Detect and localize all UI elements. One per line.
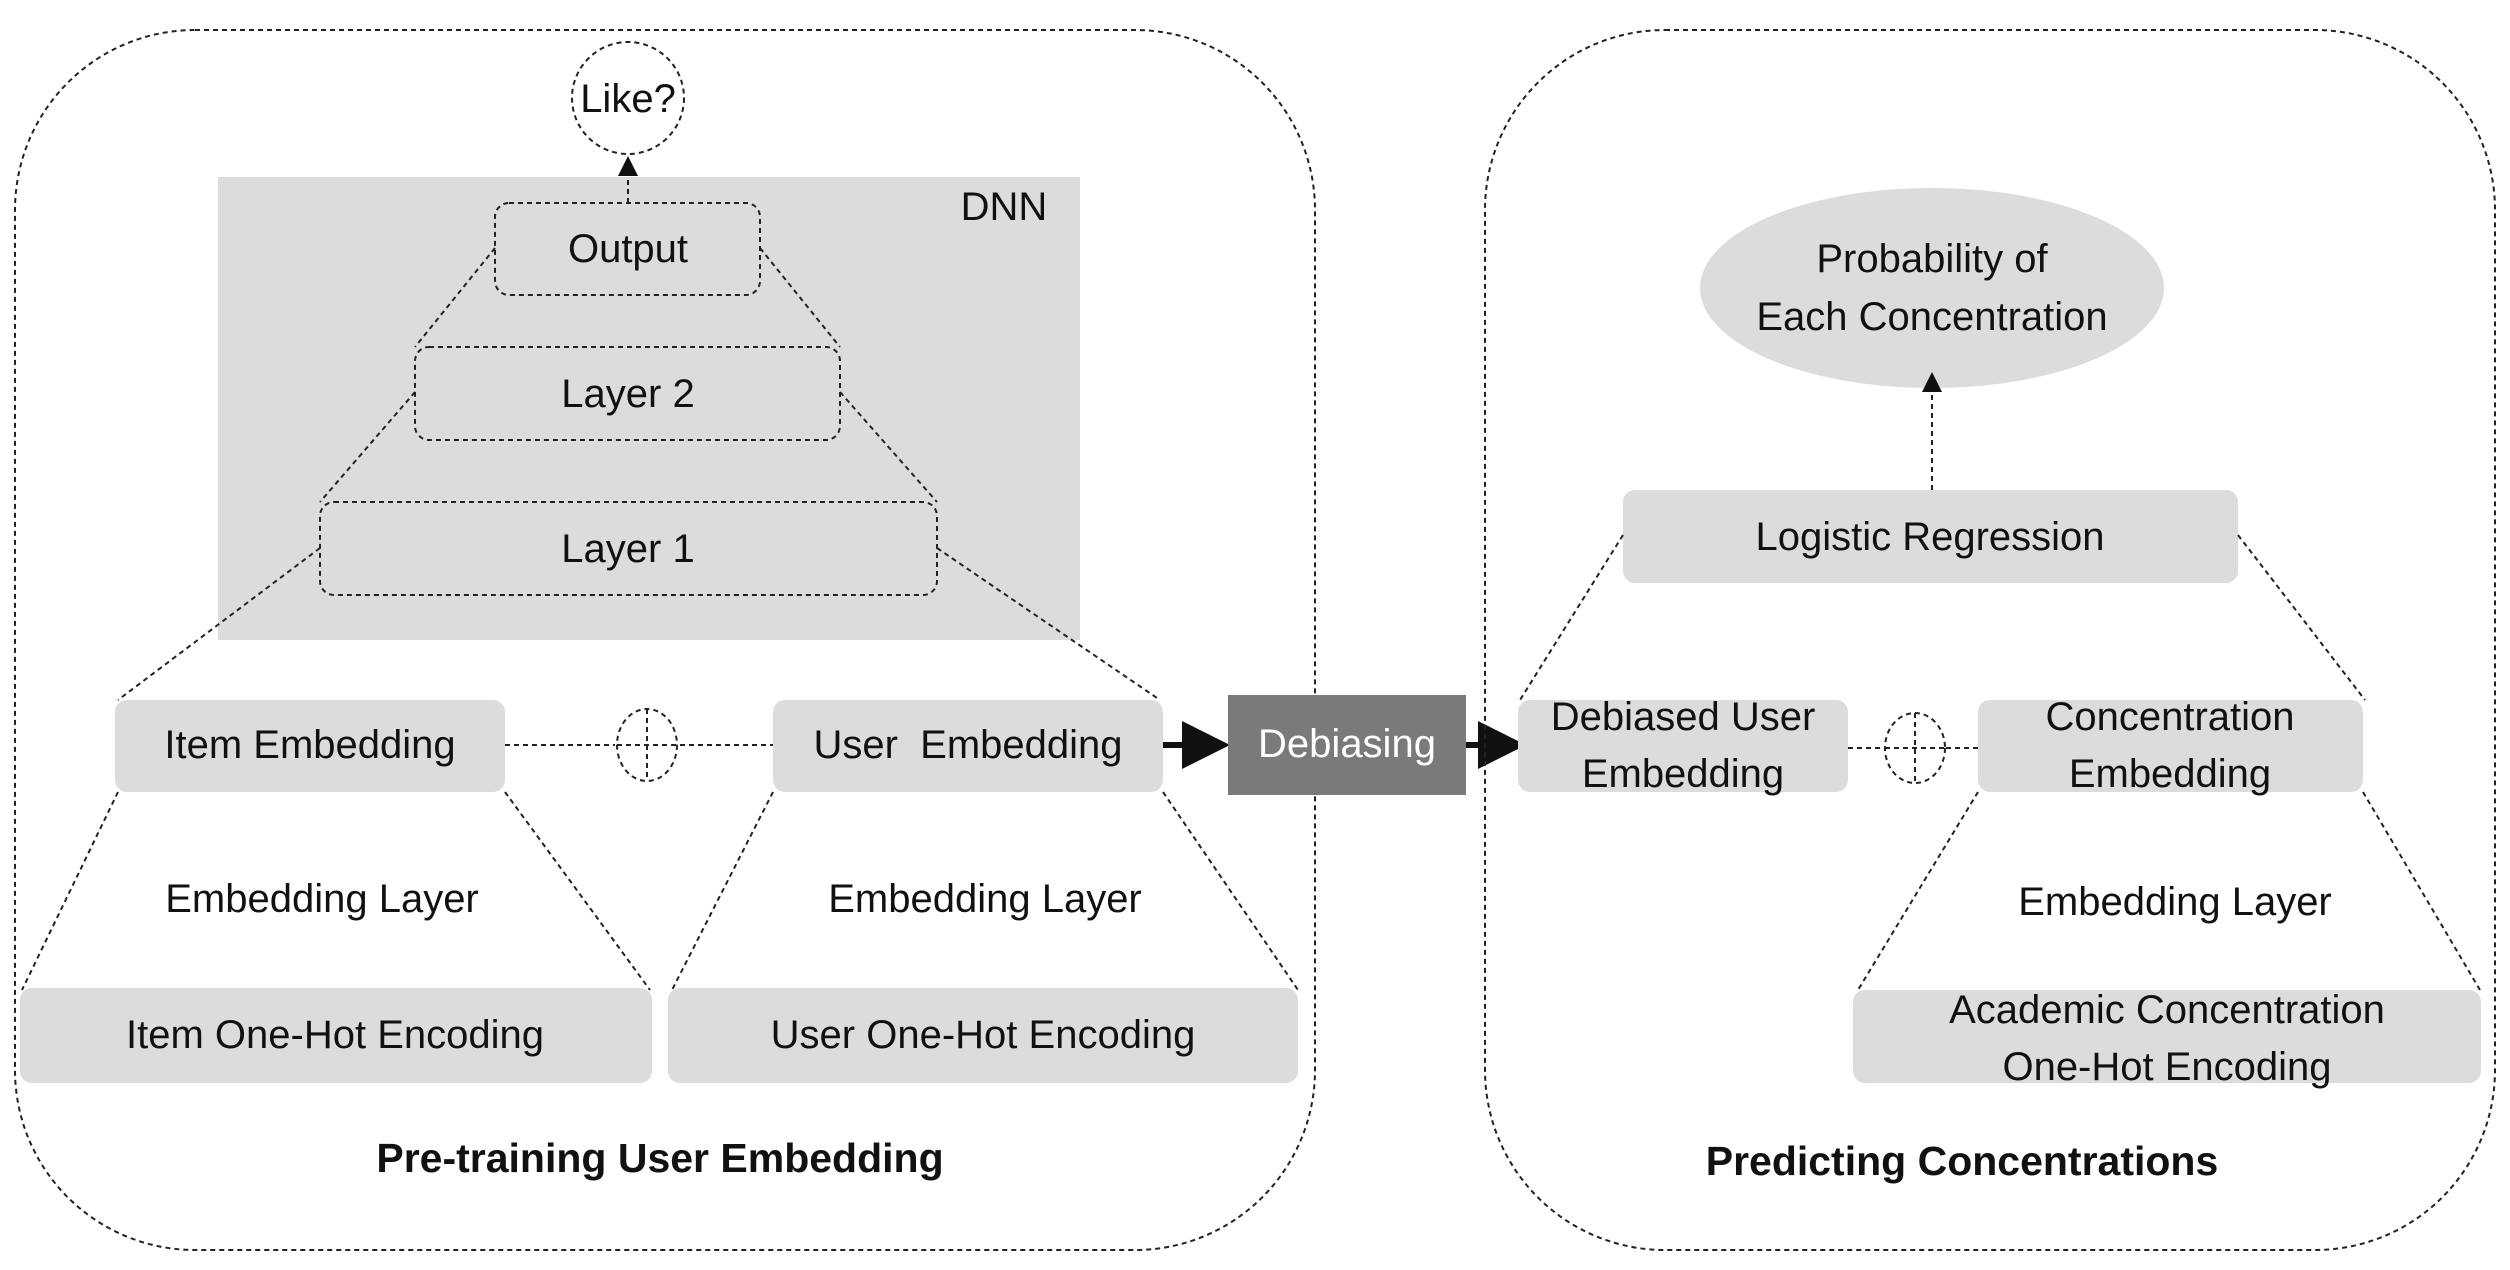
connector: [414, 247, 496, 348]
left-panel-title: Pre-training User Embedding: [376, 1135, 943, 1181]
concentration-embedding-line2: Embedding: [2069, 752, 2271, 796]
item-embedding-layer-label: Embedding Layer: [165, 877, 479, 921]
concentration-embedding-line1: Concentration: [2045, 695, 2294, 739]
item-onehot-box: [20, 988, 652, 1083]
probability-node: [1700, 188, 2164, 388]
user-embedding-box: [773, 700, 1163, 792]
like-node: [571, 41, 685, 155]
debiased-embedding-line2: Embedding: [1582, 752, 1784, 796]
like-label: Like?: [580, 77, 676, 121]
connector: [1857, 791, 1979, 991]
concat-icon: [1884, 712, 1946, 784]
dnn-label: DNN: [961, 185, 1048, 229]
layer2-label: Layer 2: [561, 372, 694, 416]
user-onehot-box: [668, 988, 1298, 1083]
connector: [839, 391, 938, 503]
pretraining-panel: [14, 29, 1316, 1251]
output-label: Output: [568, 227, 688, 271]
predicting-panel: [1484, 29, 2496, 1251]
user-embedding-layer-label: Embedding Layer: [828, 877, 1142, 921]
connector: [21, 791, 119, 991]
connector: [1519, 534, 1624, 701]
academic-onehot-box: [1853, 990, 2481, 1083]
connector: [2237, 534, 2366, 701]
connector: [671, 791, 774, 991]
connector: [117, 547, 321, 701]
connector: [759, 247, 841, 348]
user-onehot-label: User One-Hot Encoding: [771, 1013, 1196, 1057]
logistic-regression-label: Logistic Regression: [1755, 515, 2104, 559]
debiased-embedding-line1: Debiased User: [1551, 695, 1816, 739]
concentration-embedding-layer-label: Embedding Layer: [2018, 880, 2332, 924]
item-onehot-label: Item One-Hot Encoding: [126, 1013, 544, 1057]
item-embedding-box: [115, 700, 505, 792]
logistic-regression-box: [1623, 490, 2238, 583]
connector: [1162, 791, 1299, 991]
probability-label-line1: Probability of: [1816, 237, 2048, 281]
academic-onehot-line1: Academic Concentration: [1949, 988, 2385, 1032]
connector: [504, 791, 651, 991]
user-embedding-label: User Embedding: [813, 723, 1122, 767]
concentration-embedding-box: [1978, 700, 2363, 792]
concat-icon: [616, 708, 678, 782]
right-panel-title: Predicting Concentrations: [1706, 1138, 2219, 1184]
connector: [2362, 791, 2481, 991]
probability-label-line2: Each Concentration: [1756, 295, 2107, 339]
debiasing-box: [1228, 695, 1466, 795]
academic-onehot-line2: One-Hot Encoding: [2002, 1045, 2331, 1089]
connector: [319, 391, 416, 503]
layer1-label: Layer 1: [561, 527, 694, 571]
debiased-embedding-box: [1518, 700, 1848, 792]
debiasing-label: Debiasing: [1258, 722, 1436, 766]
item-embedding-label: Item Embedding: [164, 723, 455, 767]
